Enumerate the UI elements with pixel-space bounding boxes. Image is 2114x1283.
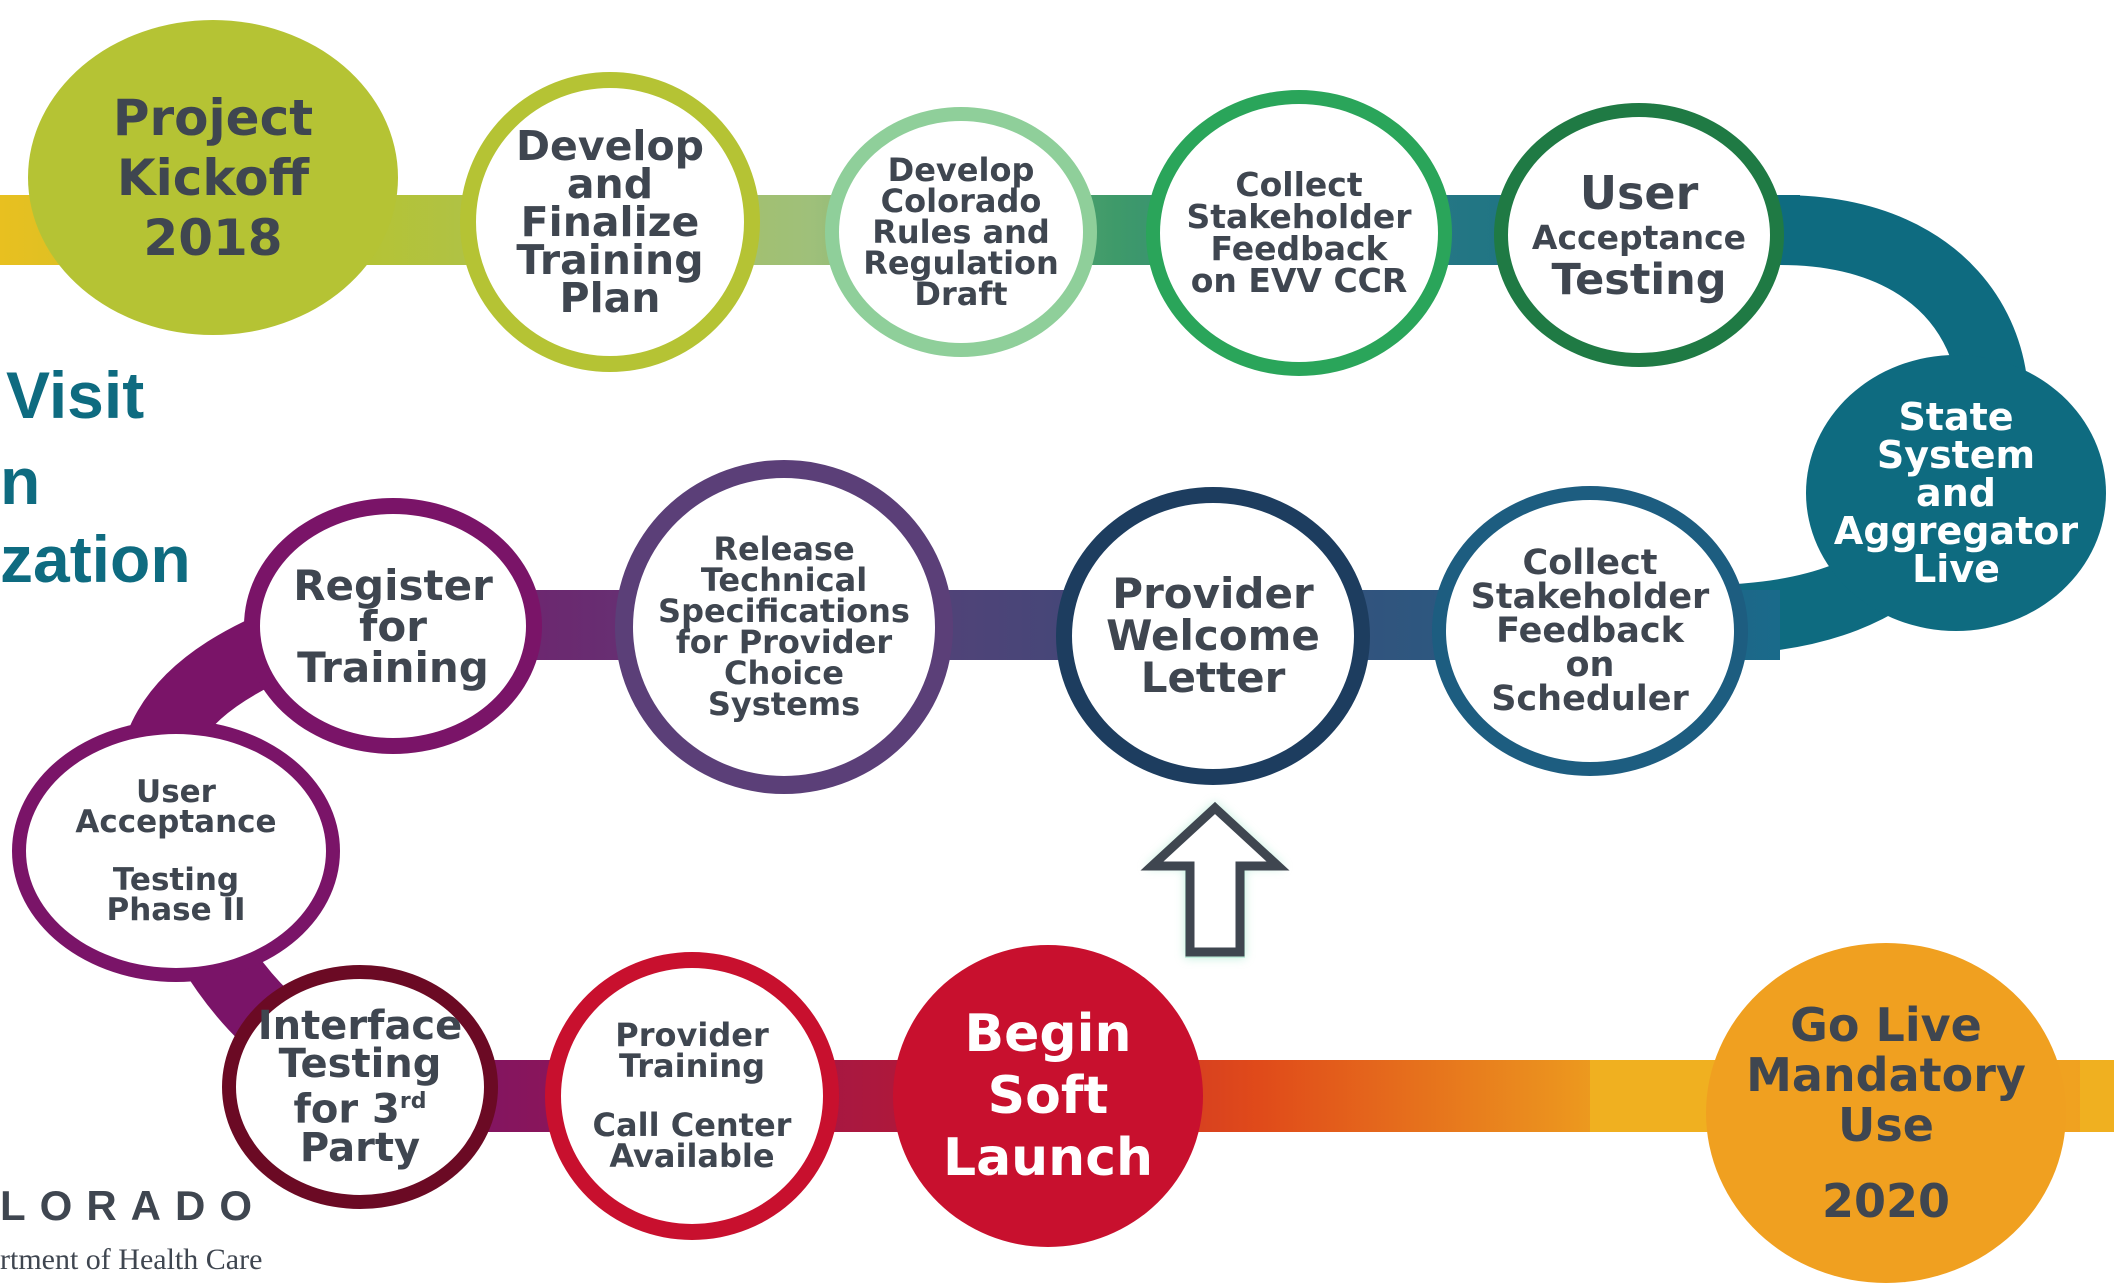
milestone-label: Acceptance <box>75 804 277 840</box>
milestone-label: Use <box>1838 1098 1934 1152</box>
milestone-label: Project <box>112 88 314 147</box>
milestone-label: Technical <box>700 561 868 599</box>
milestone-welcome-letter: Provider Welcome Letter <box>1056 487 1370 785</box>
milestone-label: Begin <box>964 1004 1132 1064</box>
milestone-label: Provider <box>1112 569 1314 618</box>
milestone-collect-scheduler: Collect Stakeholder Feedback on Schedule… <box>1432 486 1748 776</box>
milestone-label: Training <box>516 236 704 284</box>
milestone-label: Aggregator <box>1833 509 2079 553</box>
milestone-interface-testing: Interface Testing for 3rd Party <box>222 965 498 1209</box>
milestone-label: and <box>1916 471 1996 515</box>
milestone-label: Soft <box>987 1066 1109 1126</box>
up-arrow-icon <box>1140 801 1290 958</box>
milestone-user-acceptance-testing: User Acceptance Testing <box>1494 103 1784 367</box>
milestone-label-with-superscript: for 3rd <box>294 1083 427 1129</box>
milestone-label: Go Live <box>1790 998 1982 1052</box>
milestone-label: Stakeholder <box>1470 577 1710 617</box>
milestone-label: Interface <box>257 1003 463 1050</box>
milestone-label: Live <box>1912 547 2000 591</box>
milestone-label: Available <box>609 1137 775 1175</box>
milestone-label: Specifications <box>658 592 910 630</box>
milestone-state-system-live: State System and Aggregator Live <box>1806 355 2106 631</box>
logo-subtitle: rtment of Health Care <box>0 1243 263 1276</box>
milestone-label: and <box>566 160 654 208</box>
milestone-label: Stakeholder <box>1186 197 1412 236</box>
milestone-label: for <box>359 601 427 651</box>
milestone-label: Draft <box>914 274 1008 313</box>
milestone-register-training: Register for Training <box>244 498 542 754</box>
milestone-label: Training <box>297 642 489 692</box>
milestone-label: Collect <box>1522 543 1658 583</box>
milestone-label: Phase II <box>106 892 246 928</box>
milestone-label: Call Center <box>592 1106 792 1144</box>
milestone-label: Develop <box>516 122 704 170</box>
milestone-label: Scheduler <box>1491 679 1689 719</box>
milestone-label: Colorado <box>880 181 1042 220</box>
milestone-label: for Provider <box>675 623 893 661</box>
milestone-label: Release <box>713 530 855 568</box>
milestone-label: Testing <box>1551 255 1727 305</box>
milestone-label: System <box>1876 433 2036 477</box>
milestone-label: Regulation <box>863 243 1059 282</box>
milestone-go-live: Go Live Mandatory Use 2020 <box>1706 943 2066 1283</box>
milestone-label: 2018 <box>143 208 283 267</box>
milestone-label: Feedback <box>1496 611 1684 651</box>
milestone-label: Acceptance <box>1531 218 1747 257</box>
milestone-label: 2020 <box>1821 1174 1951 1228</box>
milestone-label: Testing <box>112 862 240 898</box>
milestone-label: Collect <box>1235 165 1363 204</box>
logo-wordmark: LORADO <box>0 1182 266 1229</box>
milestone-label: Register <box>293 560 493 610</box>
milestone-label: Feedback <box>1210 229 1388 268</box>
milestone-label: Party <box>299 1124 421 1171</box>
milestone-label: on EVV CCR <box>1190 261 1408 300</box>
title-line-2: n <box>0 444 41 518</box>
milestone-label: Systems <box>707 685 861 723</box>
milestone-label: Finalize <box>520 198 700 246</box>
milestone-begin-soft-launch: Begin Soft Launch <box>893 945 1203 1247</box>
title-line-3: zation <box>0 522 191 596</box>
milestone-label: Rules and <box>872 212 1050 251</box>
milestone-label: Choice <box>724 654 844 692</box>
milestone-label: Testing <box>278 1041 442 1088</box>
milestone-rules-draft: Develop Colorado Rules and Regulation Dr… <box>825 107 1097 357</box>
milestone-label: Launch <box>942 1128 1154 1188</box>
milestone-label: Welcome <box>1106 611 1320 660</box>
milestone-label: User <box>136 774 216 810</box>
milestone-label: Mandatory <box>1746 1048 2026 1102</box>
milestone-label: Kickoff <box>116 148 310 207</box>
milestone-label: Plan <box>559 274 661 322</box>
milestone-label: Develop <box>887 150 1035 189</box>
title-line-1: Visit <box>6 358 145 432</box>
milestone-collect-ccr: Collect Stakeholder Feedback on EVV CCR <box>1146 90 1452 376</box>
milestone-uat-phase-2: User Acceptance Testing Phase II <box>12 720 340 982</box>
milestone-label: Training <box>618 1047 766 1085</box>
superscript: rd <box>399 1089 427 1115</box>
milestone-provider-training: Provider Training Call Center Available <box>545 952 839 1240</box>
milestone-label: Letter <box>1140 653 1286 702</box>
milestone-training-plan: Develop and Finalize Training Plan <box>460 72 760 372</box>
milestone-project-kickoff: Project Kickoff 2018 <box>28 20 398 335</box>
milestone-label: State <box>1898 395 2014 439</box>
milestone-label: Provider <box>615 1016 769 1054</box>
milestone-label: on <box>1565 645 1615 685</box>
milestone-tech-specs: Release Technical Specifications for Pro… <box>615 460 953 794</box>
milestone-label: for 3 <box>293 1086 400 1133</box>
milestone-label: User <box>1579 166 1699 220</box>
